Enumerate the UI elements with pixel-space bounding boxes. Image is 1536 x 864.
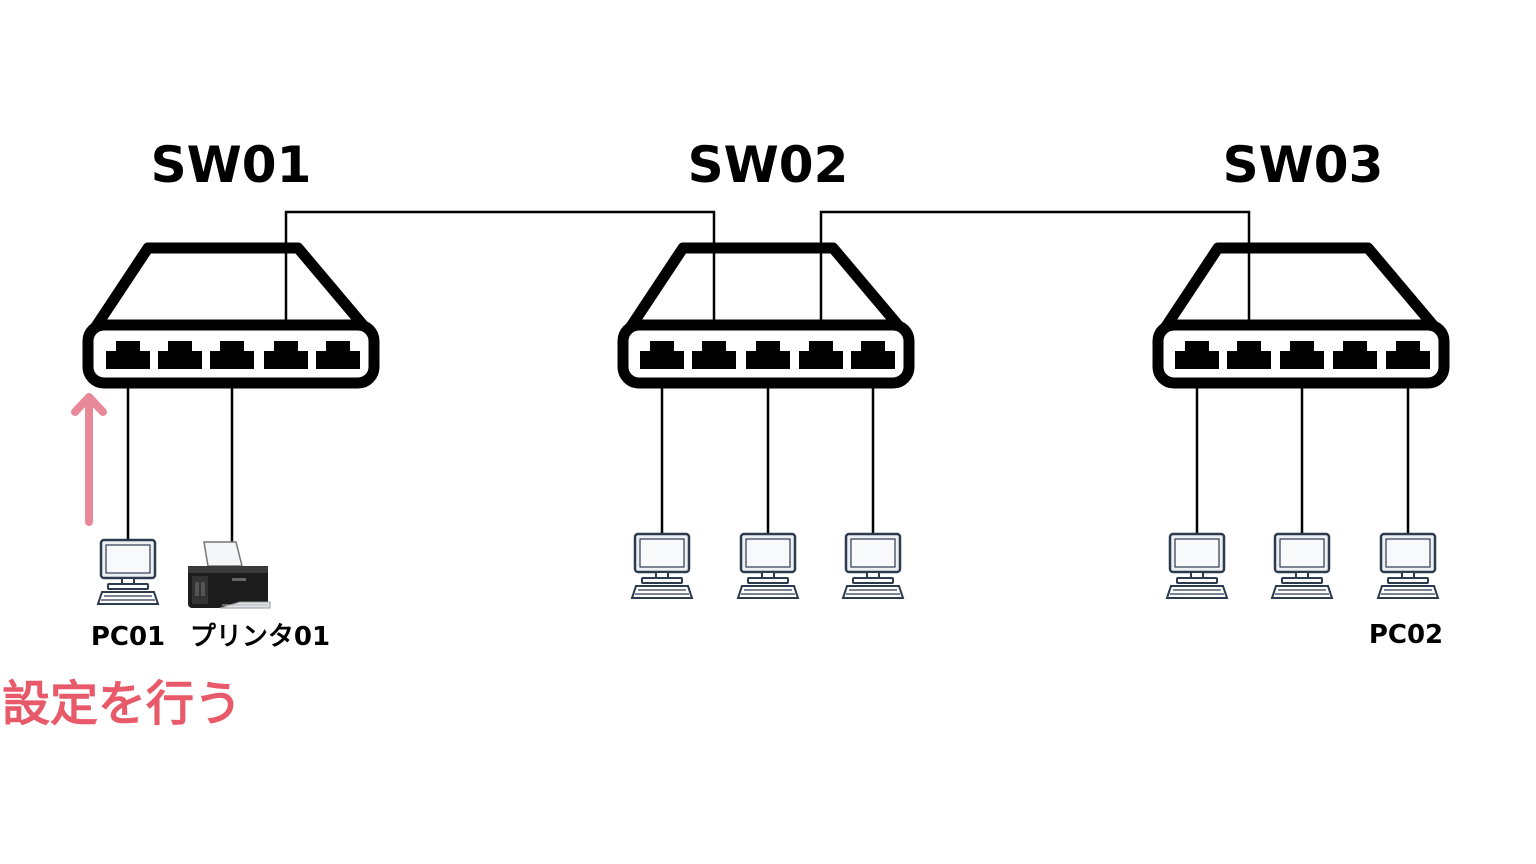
- pc-monitor-icon: [736, 532, 800, 600]
- pc-monitor-icon: [96, 538, 160, 606]
- link-sw01-sw02: [284, 210, 716, 348]
- link-sw02-sw03: [819, 210, 1251, 348]
- pc-monitor-icon: [841, 532, 905, 600]
- printer01-label: プリンタ01: [190, 622, 330, 652]
- pc-monitor-icon: [1376, 532, 1440, 600]
- sw02-title: SW02: [688, 136, 849, 194]
- arrow-up-icon: [71, 393, 107, 526]
- device-links: [126, 365, 1410, 542]
- pc02-label: PC02: [1369, 620, 1443, 650]
- pc01-label: PC01: [91, 622, 165, 652]
- sw03-title: SW03: [1223, 136, 1384, 194]
- pc-monitor-icon: [630, 532, 694, 600]
- pc-monitor-icon: [1270, 532, 1334, 600]
- setting-note: 設定を行う: [2, 676, 242, 732]
- sw01-title: SW01: [151, 136, 312, 194]
- trunk-links: [284, 210, 1251, 348]
- pc-monitor-icon: [1165, 532, 1229, 600]
- printer-icon: [188, 541, 271, 609]
